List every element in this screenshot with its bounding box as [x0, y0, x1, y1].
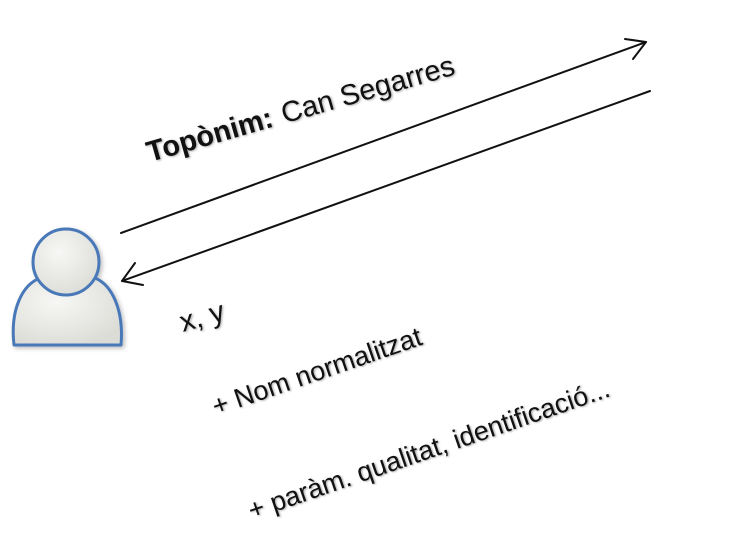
- request-arrow: [120, 38, 647, 234]
- user-icon-head: [31, 227, 101, 297]
- response-arrow: [121, 90, 651, 286]
- user-icon: [11, 227, 123, 347]
